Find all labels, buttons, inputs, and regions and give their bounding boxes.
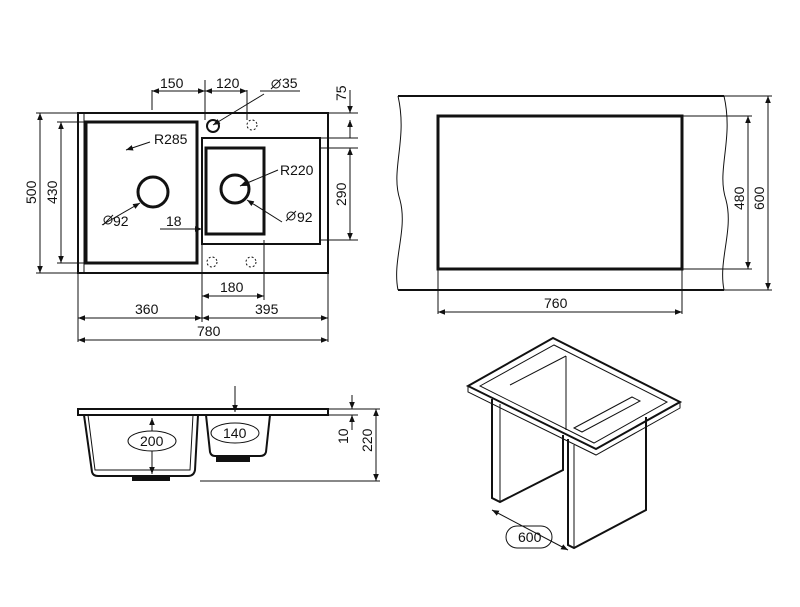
tap-hole xyxy=(206,119,220,133)
small-bowl xyxy=(204,146,266,236)
dim-500: 500 xyxy=(23,180,39,204)
dim-150: 150 xyxy=(160,75,184,91)
dim-600-iso-box xyxy=(505,525,553,549)
dim-360: 360 xyxy=(135,301,159,317)
dim-395: 395 xyxy=(255,301,279,317)
dim-780: 780 xyxy=(197,323,221,339)
dim-75: 75 xyxy=(333,85,349,101)
dim-10: 10 xyxy=(335,428,351,444)
dim-600-height: 600 xyxy=(751,186,767,210)
depth-140-label-bg xyxy=(210,422,260,444)
dim-180: 180 xyxy=(220,279,244,295)
large-bowl xyxy=(84,120,199,265)
dim-140: 140 xyxy=(223,425,247,441)
top-view: 150 120 35 75 R285 R220 500 430 290 92 9… xyxy=(23,75,358,343)
sink-outline xyxy=(77,112,329,274)
dim-430: 430 xyxy=(44,180,60,204)
dim-120: 120 xyxy=(216,75,240,91)
cutout-rect xyxy=(436,114,684,271)
dim-480: 480 xyxy=(731,186,747,210)
drain-small xyxy=(219,173,251,205)
dim-r285: R285 xyxy=(154,131,188,147)
dim-92-small: 92 xyxy=(297,209,313,225)
cutout-view: 760 480 600 xyxy=(396,95,772,315)
dim-220: 220 xyxy=(359,428,375,452)
dim-18: 18 xyxy=(166,213,182,229)
dim-92-large: 92 xyxy=(113,213,129,229)
drain-large xyxy=(136,175,170,209)
section-view: 200 140 10 220 xyxy=(77,386,380,482)
dim-35-diameter: 35 xyxy=(282,75,298,91)
dim-760: 760 xyxy=(544,295,568,311)
dim-290: 290 xyxy=(333,182,349,206)
iso-view: 600 xyxy=(465,336,683,551)
dim-600-iso: 600 xyxy=(518,529,542,545)
dim-200: 200 xyxy=(140,433,164,449)
dim-r220: R220 xyxy=(280,162,314,178)
iso-leg-right xyxy=(567,417,647,550)
